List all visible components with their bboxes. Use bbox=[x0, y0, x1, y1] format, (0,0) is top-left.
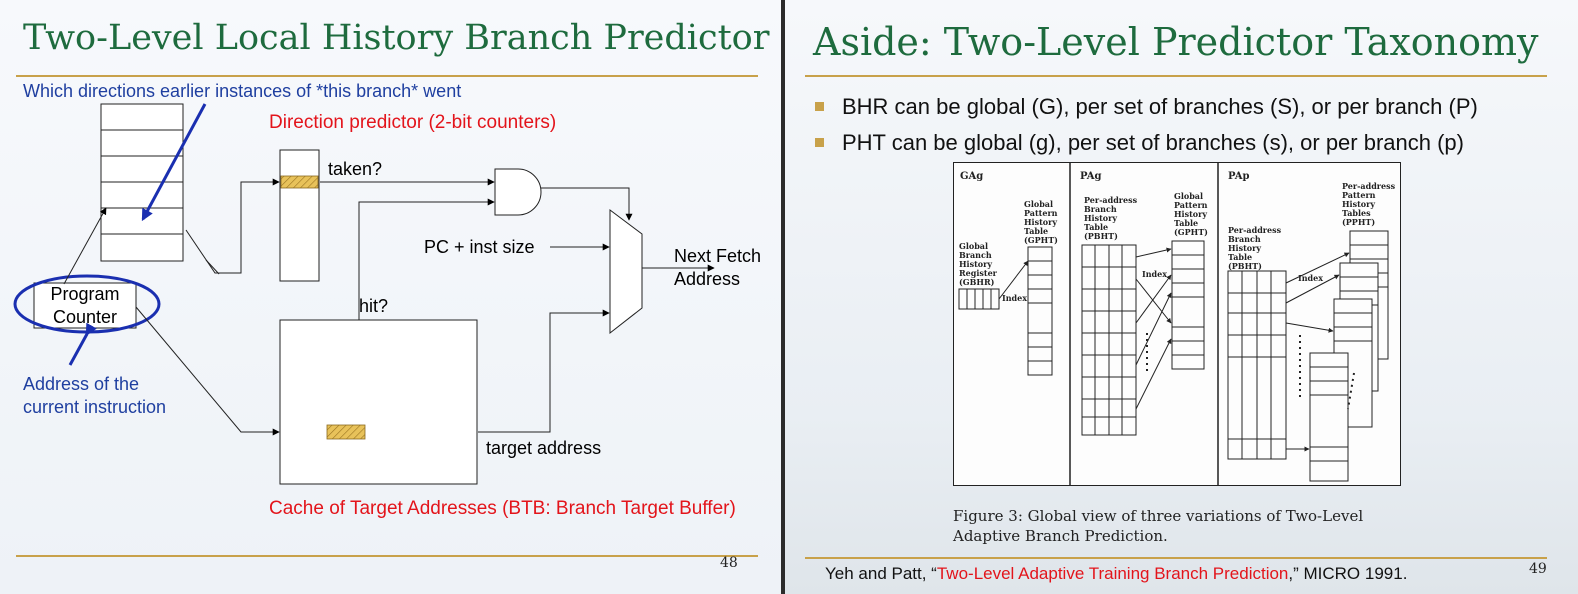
svg-text:Per-address: Per-address bbox=[1342, 181, 1396, 191]
page-number: 48 bbox=[720, 555, 738, 571]
footer-rule bbox=[16, 555, 758, 557]
and-gate bbox=[494, 168, 542, 216]
pc-inst-size-label: PC + inst size bbox=[424, 237, 535, 257]
pc-to-btb-line bbox=[135, 306, 280, 436]
bullet-item: BHR can be global (G), per set of branch… bbox=[815, 92, 1575, 128]
gag-gpht-label: Global Pattern History Table (GPHT) bbox=[1024, 199, 1058, 245]
btb-entry bbox=[326, 424, 366, 440]
slide-49: Aside: Two-Level Predictor Taxonomy BHR … bbox=[785, 0, 1578, 594]
title-rule bbox=[805, 75, 1547, 77]
index-label: Index bbox=[1298, 273, 1323, 283]
svg-text:History: History bbox=[1228, 243, 1261, 253]
bullet-list: BHR can be global (G), per set of branch… bbox=[815, 92, 1575, 164]
pap-arrows bbox=[1285, 252, 1350, 452]
taxonomy-figure-svg: GAg PAg PAp Global Pattern History Table… bbox=[958, 163, 1396, 485]
title-rule bbox=[16, 75, 758, 77]
svg-text:Tables: Tables bbox=[1342, 208, 1371, 218]
svg-text:Branch: Branch bbox=[1228, 234, 1261, 244]
btb-box bbox=[279, 319, 478, 485]
pag-pbht-table bbox=[1081, 244, 1137, 436]
program-counter-box bbox=[33, 282, 137, 329]
svg-text:Global: Global bbox=[1174, 191, 1203, 201]
citation: Yeh and Patt, “Two-Level Adaptive Traini… bbox=[825, 564, 1408, 583]
pag-gpht-column bbox=[1171, 240, 1205, 370]
history-to-counter-line bbox=[185, 178, 280, 274]
svg-text:(PPHT): (PPHT) bbox=[1342, 217, 1375, 227]
svg-text:History: History bbox=[959, 259, 992, 269]
gag-gbhr-label: Global Branch History Register (GBHR) bbox=[959, 241, 998, 287]
gag-label: GAg bbox=[960, 171, 983, 182]
gbhr-register bbox=[958, 288, 1000, 310]
taxonomy-figure: GAg PAg PAp Global Pattern History Table… bbox=[953, 162, 1401, 486]
address-note-arrow bbox=[68, 322, 97, 366]
pc-to-history-line bbox=[63, 207, 107, 285]
pap-ppht-stack bbox=[1309, 230, 1389, 482]
citation-title[interactable]: Two-Level Adaptive Training Branch Predi… bbox=[936, 564, 1289, 583]
footer-rule bbox=[805, 557, 1547, 559]
target-address-label: target address bbox=[486, 438, 602, 458]
svg-text:Table: Table bbox=[1174, 218, 1198, 228]
svg-text:Table: Table bbox=[1228, 252, 1252, 262]
pag-gpht-label: Global Pattern History Table (GPHT) bbox=[1174, 191, 1208, 237]
counter-table bbox=[279, 149, 320, 282]
svg-text:Branch: Branch bbox=[1084, 204, 1117, 214]
index-label: Index bbox=[1142, 269, 1167, 279]
svg-text:Table: Table bbox=[1084, 222, 1108, 232]
index-label: Index bbox=[1002, 293, 1027, 303]
svg-text:History: History bbox=[1024, 217, 1057, 227]
pap-pbht-label: Per-address Branch History Table (PBHT) bbox=[1228, 225, 1282, 271]
svg-text:(GBHR): (GBHR) bbox=[959, 277, 995, 287]
history-tick bbox=[205, 259, 220, 275]
slide-divider bbox=[781, 0, 785, 594]
slide-48: Two-Level Local History Branch Predictor bbox=[0, 0, 781, 594]
svg-text:Global: Global bbox=[1024, 199, 1053, 209]
svg-text:(GPHT): (GPHT) bbox=[1174, 227, 1208, 237]
bullet-square-icon bbox=[815, 102, 824, 111]
pap-pbht-table bbox=[1227, 270, 1301, 460]
svg-text:History: History bbox=[1084, 213, 1117, 223]
svg-text:(PBHT): (PBHT) bbox=[1228, 261, 1262, 271]
mux bbox=[609, 209, 643, 335]
history-arrow bbox=[141, 103, 207, 222]
svg-text:Pattern: Pattern bbox=[1024, 208, 1058, 218]
history-table bbox=[100, 103, 184, 262]
svg-text:Pattern: Pattern bbox=[1342, 190, 1376, 200]
svg-text:Register: Register bbox=[959, 268, 998, 278]
which-direction-note: Which directions earlier instances of *t… bbox=[23, 81, 462, 101]
target-line bbox=[478, 309, 610, 433]
gag-gpht-column bbox=[1027, 246, 1053, 376]
taken-label: taken? bbox=[328, 159, 383, 179]
direction-predictor-label: Direction predictor (2-bit counters) bbox=[269, 112, 557, 133]
svg-text:Global: Global bbox=[959, 241, 988, 251]
predictor-diagram bbox=[13, 103, 715, 485]
hit-line bbox=[358, 198, 495, 320]
svg-text:(GPHT): (GPHT) bbox=[1024, 235, 1058, 245]
bullet-square-icon bbox=[815, 138, 824, 147]
btb-label: Cache of Target Addresses (BTB: Branch T… bbox=[269, 498, 736, 519]
pap-label: PAp bbox=[1228, 171, 1250, 182]
svg-text:Table: Table bbox=[1024, 226, 1048, 236]
page-number: 49 bbox=[1529, 561, 1547, 577]
slide-title: Aside: Two-Level Predictor Taxonomy bbox=[813, 20, 1539, 64]
svg-text:Per-address: Per-address bbox=[1228, 225, 1282, 235]
svg-text:Pattern: Pattern bbox=[1174, 200, 1208, 210]
bullet-item: PHT can be global (g), per set of branch… bbox=[815, 128, 1575, 164]
svg-text:(PBHT): (PBHT) bbox=[1084, 231, 1118, 241]
slide-title: Two-Level Local History Branch Predictor bbox=[23, 18, 770, 58]
and-to-mux-line bbox=[541, 187, 633, 221]
svg-text:Per-address: Per-address bbox=[1084, 195, 1138, 205]
pag-arrows bbox=[1135, 247, 1172, 410]
pag-pbht-label: Per-address Branch History Table (PBHT) bbox=[1084, 195, 1138, 241]
pag-label: PAg bbox=[1080, 171, 1102, 182]
figure-caption: Figure 3: Global view of three variation… bbox=[953, 507, 1364, 545]
svg-text:History: History bbox=[1174, 209, 1207, 219]
pap-ppht-label: Per-address Pattern History Tables (PPHT… bbox=[1342, 181, 1396, 227]
svg-text:History: History bbox=[1342, 199, 1375, 209]
hit-label: hit? bbox=[359, 296, 389, 316]
svg-text:Branch: Branch bbox=[959, 250, 992, 260]
selected-counter bbox=[280, 175, 319, 189]
